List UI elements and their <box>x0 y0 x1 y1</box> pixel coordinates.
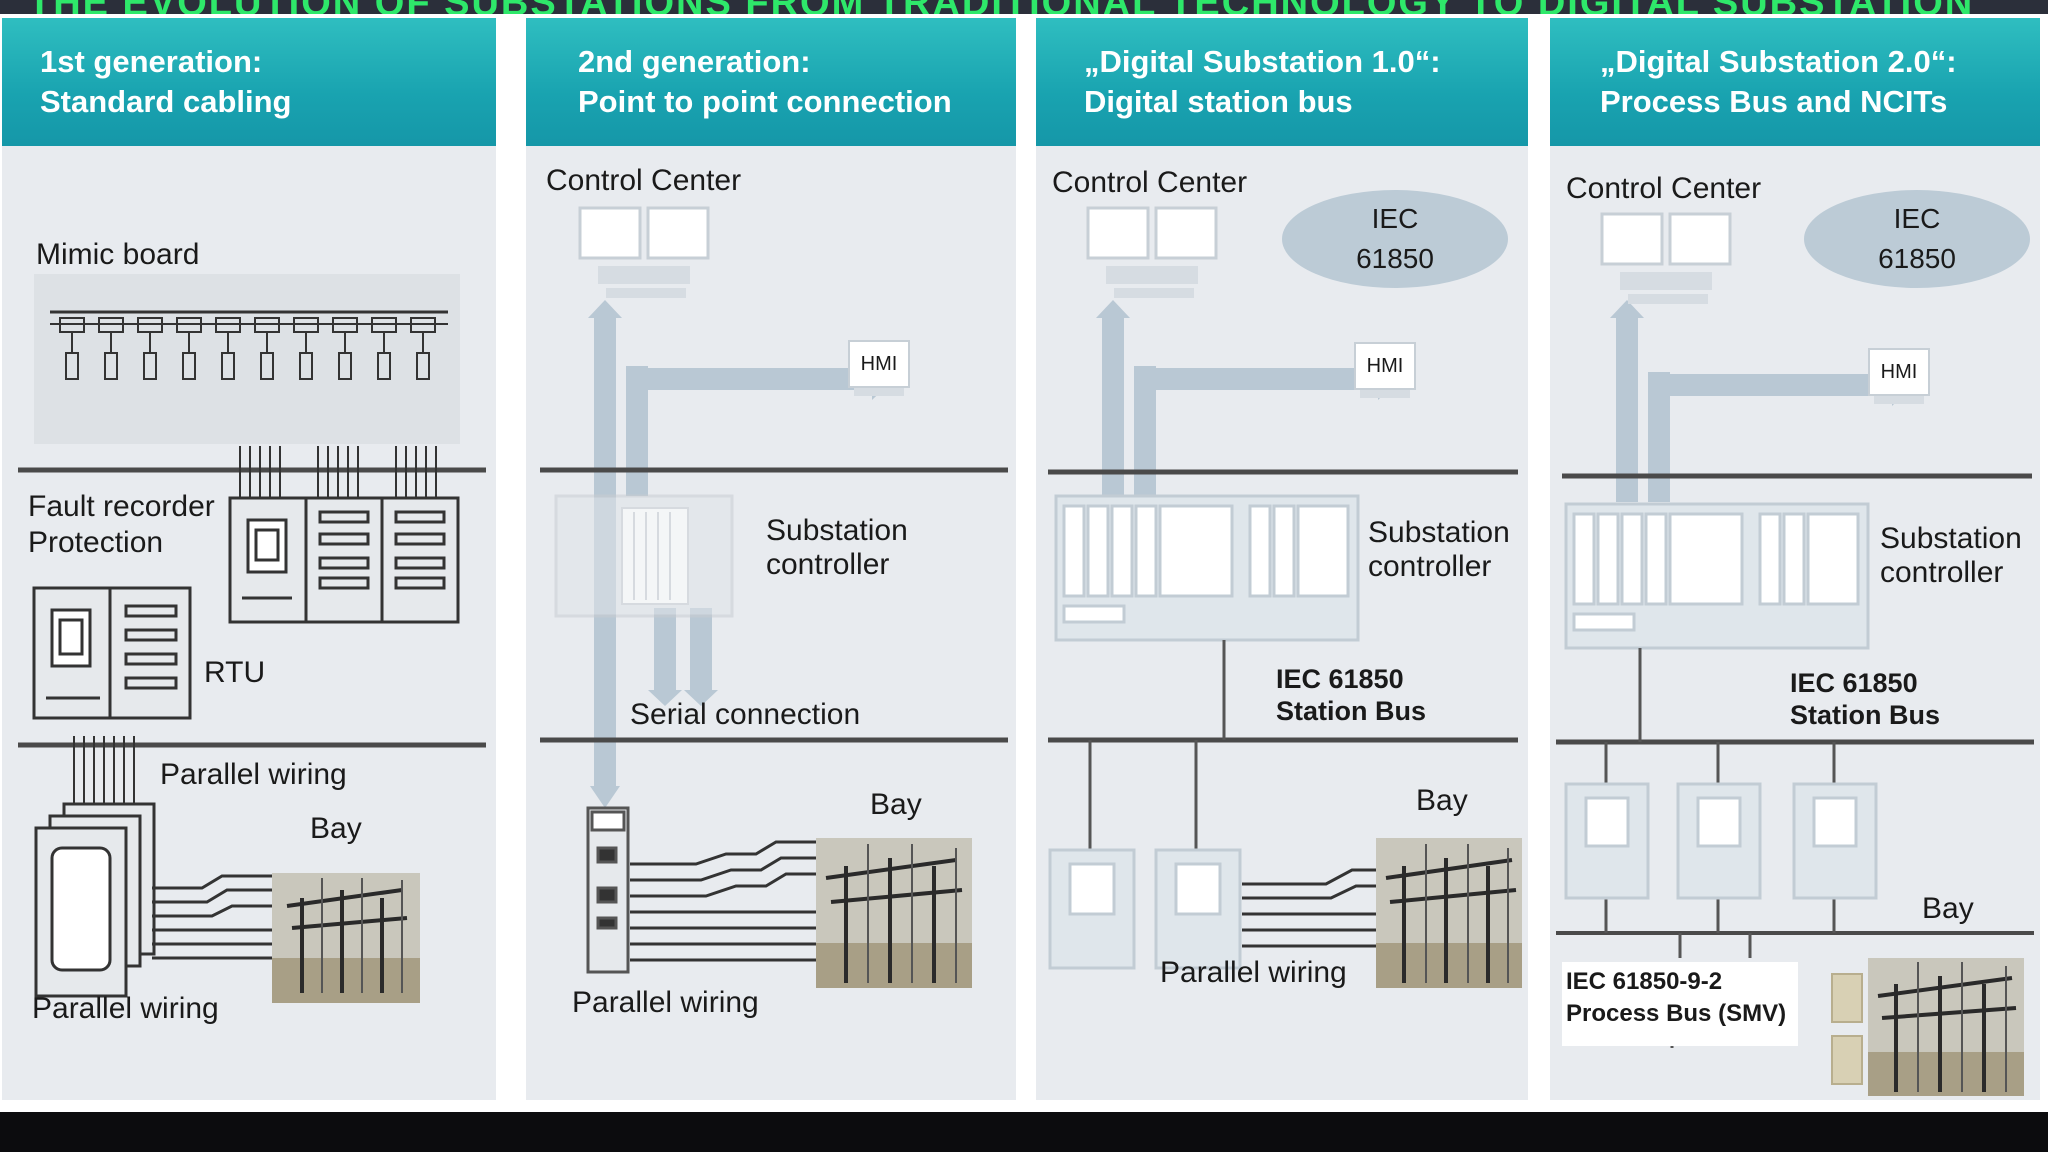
iec-61850-badge: IEC 61850 <box>1282 190 1508 288</box>
panel-3-diagram <box>1048 206 1522 988</box>
substation-label: Substation <box>1368 516 1510 549</box>
panel-digital-substation-1: „Digital Substation 1.0“: Digital statio… <box>1036 18 1528 1100</box>
protection-cabinets <box>228 496 460 624</box>
mimic-board-label: Mimic board <box>36 238 200 271</box>
merging-units <box>1831 973 1863 1085</box>
parallel-wiring-label: Parallel wiring <box>572 986 759 1019</box>
substation-controller <box>1564 502 1870 650</box>
iec-label: IEC <box>1371 203 1419 234</box>
process-bus-box <box>1562 962 1798 1046</box>
header-line-2: Digital station bus <box>1084 84 1353 119</box>
header-line-2: Standard cabling <box>40 84 292 119</box>
recorder-device <box>34 802 156 998</box>
bay-label: Bay <box>1922 892 1974 925</box>
bay-photo <box>816 838 972 988</box>
station-bus-label-line2: Station Bus <box>1790 700 1941 730</box>
control-center-label: Control Center <box>1566 172 1762 205</box>
panel-digital-substation-2: „Digital Substation 2.0“: Process Bus an… <box>1550 18 2040 1100</box>
control-center-monitors <box>578 206 710 298</box>
page-title: THE EVOLUTION OF SUBSTATIONS FROM TRADIT… <box>28 0 1974 14</box>
process-bus-label-line1: IEC 61850-9-2 <box>1566 968 1723 995</box>
bay-label: Bay <box>1416 784 1468 817</box>
parallel-wiring-bottom-label: Parallel wiring <box>32 992 219 1025</box>
bay-device <box>1048 848 1242 970</box>
panel-header: „Digital Substation 2.0“: Process Bus an… <box>1550 18 2040 146</box>
conduits <box>1096 300 1400 498</box>
bay-device <box>586 806 630 974</box>
panel-header: „Digital Substation 1.0“: Digital statio… <box>1036 18 1528 146</box>
bay-photo <box>272 873 420 1003</box>
controller-label: controller <box>1368 550 1492 583</box>
rtu-cabinet <box>32 586 192 720</box>
iec-number: 61850 <box>1878 243 1956 274</box>
serial-connection-label: Serial connection <box>630 698 861 731</box>
header-line-2: Point to point connection <box>578 84 952 119</box>
panel-1-diagram <box>18 274 486 1003</box>
iec-label: IEC <box>1893 203 1941 234</box>
control-center-monitors <box>1086 206 1218 298</box>
iec-61850-badge: IEC 61850 <box>1804 190 2030 288</box>
header-line-1: „Digital Substation 2.0“: <box>1600 44 1957 79</box>
panel-header: 2nd generation: Point to point connectio… <box>526 18 1016 146</box>
bay-label: Bay <box>310 812 362 845</box>
bay-photo <box>1868 958 2024 1096</box>
parallel-wiring-top-label: Parallel wiring <box>160 758 347 791</box>
substation-controller <box>1054 494 1360 642</box>
panel-2nd-generation: 2nd generation: Point to point connectio… <box>526 18 1016 1100</box>
station-bus-label-line2: Station Bus <box>1276 696 1427 726</box>
process-bus-label-line2: Process Bus (SMV) <box>1566 1000 1787 1027</box>
panel-4-diagram <box>1556 212 2034 1096</box>
bay-photo <box>1376 838 1522 988</box>
parallel-wiring-label: Parallel wiring <box>1160 956 1347 989</box>
conduits <box>1610 300 1914 502</box>
substation-controller <box>554 494 734 618</box>
panel-header: 1st generation: Standard cabling <box>2 18 496 146</box>
protection-label: Protection <box>28 526 164 559</box>
hmi-monitor: HMI <box>848 340 910 388</box>
fault-recorder-label: Fault recorder <box>28 490 215 523</box>
station-bus-label-line1: IEC 61850 <box>1790 668 1918 698</box>
control-center-monitors <box>1600 212 1732 304</box>
top-strip: THE EVOLUTION OF SUBSTATIONS FROM TRADIT… <box>0 0 2048 14</box>
controller-label: controller <box>1880 556 2004 589</box>
header-line-2: Process Bus and NCITs <box>1600 84 1948 119</box>
rtu-label: RTU <box>204 656 266 689</box>
mimic-board-graphic <box>34 274 460 444</box>
controller-label: controller <box>766 548 890 581</box>
station-bus-label-line1: IEC 61850 <box>1276 664 1404 694</box>
substation-label: Substation <box>1880 522 2022 555</box>
hmi-monitor: HMI <box>1354 342 1416 390</box>
header-line-1: 2nd generation: <box>578 44 811 79</box>
control-center-label: Control Center <box>546 164 742 197</box>
control-center-label: Control Center <box>1052 166 1248 199</box>
hmi-monitor: HMI <box>1868 348 1930 396</box>
substation-label: Substation <box>766 514 908 547</box>
panel-1st-generation: 1st generation: Standard cabling <box>2 18 496 1100</box>
iec-number: 61850 <box>1356 243 1434 274</box>
header-line-1: „Digital Substation 1.0“: <box>1084 44 1441 79</box>
bay-device <box>1564 782 1878 900</box>
bottom-bar <box>0 1112 2048 1152</box>
panel-2-diagram <box>540 206 1008 988</box>
bay-label: Bay <box>870 788 922 821</box>
header-line-1: 1st generation: <box>40 44 263 79</box>
